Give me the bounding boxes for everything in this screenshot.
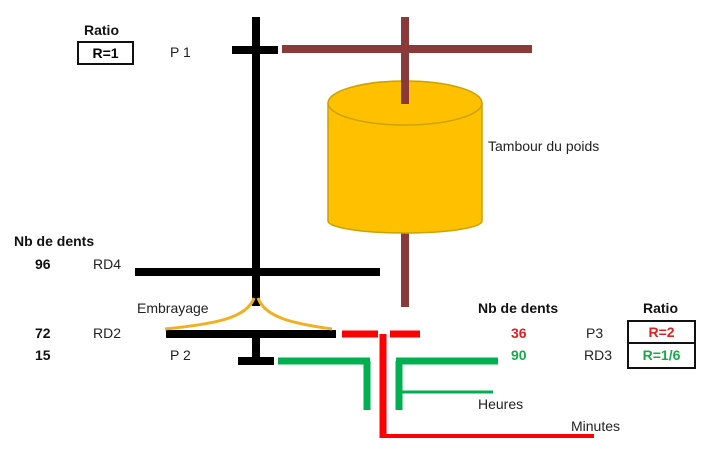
label-p3: P3 [586, 325, 604, 341]
clutch-right [256, 297, 333, 331]
label-minutes: Minutes [571, 418, 621, 434]
ratio-p3: R=2 [627, 320, 696, 344]
teeth-header-right: Nb de dents [478, 300, 559, 316]
ratio-header-left: Ratio [84, 22, 119, 38]
label-p2: P 2 [170, 347, 191, 363]
label-drum: Tambour du poids [488, 138, 600, 154]
teeth-72: 72 [35, 325, 51, 341]
label-rd4: RD4 [93, 256, 122, 272]
teeth-15: 15 [35, 347, 51, 363]
ratio-box-left: R=1 [77, 41, 134, 65]
ratio-header-right: Ratio [643, 300, 678, 316]
teeth-90: 90 [511, 347, 527, 363]
ratio-rd3: R=1/6 [627, 342, 696, 369]
label-clutch: Embrayage [137, 300, 209, 316]
clutch-left [164, 297, 256, 331]
label-p1: P 1 [170, 44, 191, 60]
weight-drum [327, 80, 483, 234]
label-rd2: RD2 [93, 325, 122, 341]
label-hours: Heures [478, 396, 524, 412]
teeth-36: 36 [511, 325, 527, 341]
teeth-96: 96 [35, 256, 51, 272]
label-rd3: RD3 [584, 347, 613, 363]
teeth-header-left: Nb de dents [14, 233, 95, 249]
